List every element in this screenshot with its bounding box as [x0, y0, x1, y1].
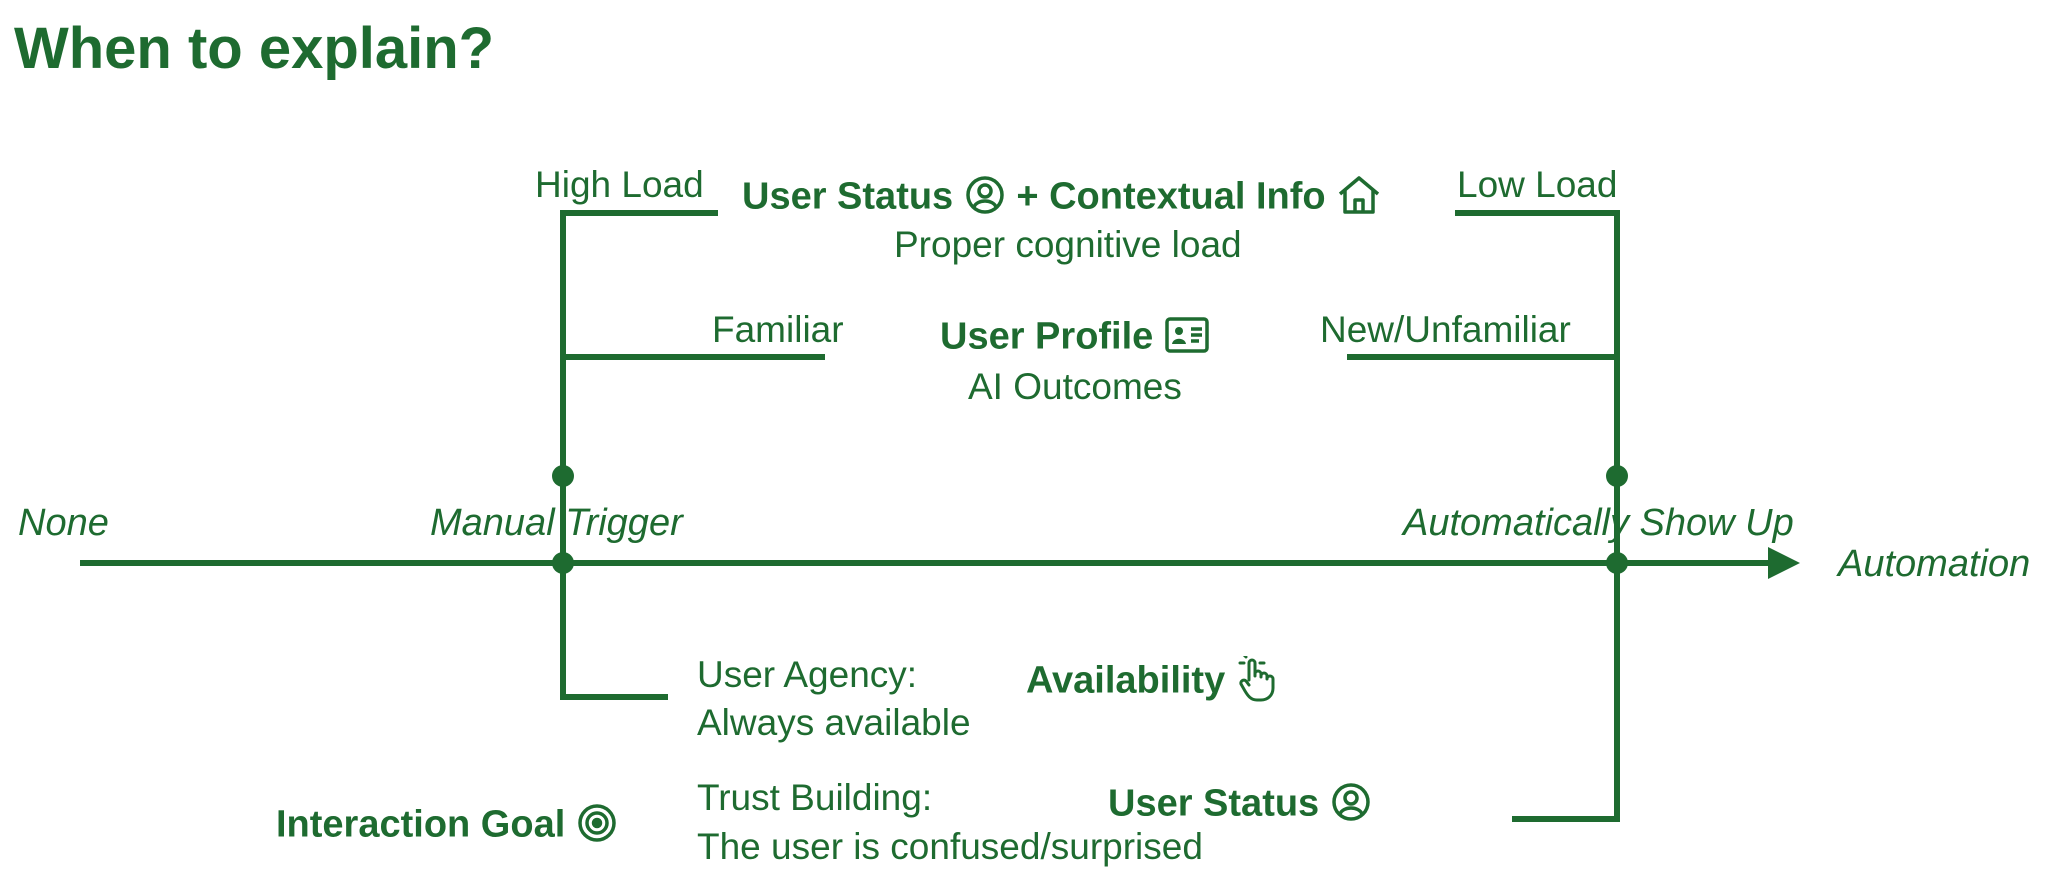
user-profile-heading: User Profile [940, 316, 1210, 361]
familiar-label: Familiar [712, 309, 844, 350]
auto-show-label: Automatically Show Up [1403, 502, 1794, 544]
axis-automation-label: Automation [1838, 543, 2031, 585]
high-load-label: High Load [535, 164, 704, 205]
page-title: When to explain? [14, 16, 495, 81]
manual-axis-dot [552, 552, 574, 574]
user-circle-icon [964, 174, 1006, 223]
axis-arrowhead [1768, 547, 1800, 579]
pointer-hand-icon [1236, 653, 1278, 709]
contextual-info-label: Contextual Info [1049, 175, 1326, 218]
user-circle-icon [1330, 781, 1372, 830]
user-profile-label: User Profile [940, 315, 1154, 358]
low-load-label: Low Load [1457, 164, 1618, 205]
confused-surprised-label: The user is confused/surprised [697, 826, 1203, 867]
house-icon [1336, 174, 1382, 223]
trust-building-label: Trust Building: [697, 777, 933, 818]
plus-sign: + [1016, 175, 1039, 218]
always-available-label: Always available [697, 702, 971, 743]
user-status-contextual-heading: User Status + Contextual Info [742, 174, 1382, 223]
auto-axis-dot [1606, 552, 1628, 574]
target-icon [576, 802, 618, 851]
user-agency-label: User Agency: [697, 654, 918, 695]
manual-trigger-label: Manual Trigger [430, 502, 683, 544]
user-status-label: User Status [742, 175, 954, 218]
goal-user-status-heading: User Status [1108, 781, 1372, 830]
id-card-icon [1164, 316, 1210, 361]
axis-none-label: None [18, 502, 109, 544]
unfamiliar-label: New/Unfamiliar [1320, 309, 1571, 350]
goal-user-status-label: User Status [1108, 782, 1320, 825]
ai-outcomes-subtext: AI Outcomes [968, 366, 1182, 407]
availability-heading: Availability [1026, 653, 1278, 709]
cognitive-load-subtext: Proper cognitive load [894, 224, 1242, 265]
interaction-goal-heading: Interaction Goal [276, 802, 618, 851]
manual-top-dot [552, 465, 574, 487]
interaction-goal-label: Interaction Goal [276, 803, 566, 846]
availability-label: Availability [1026, 659, 1226, 702]
auto-top-dot [1606, 465, 1628, 487]
